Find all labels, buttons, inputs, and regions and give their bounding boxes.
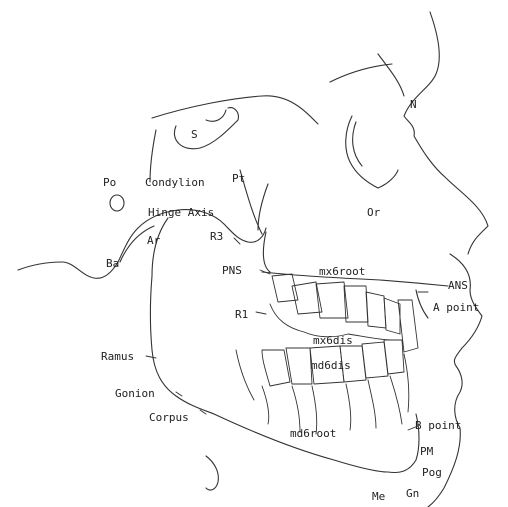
label-ramus: Ramus xyxy=(101,350,134,363)
label-mx6dis: mx6dis xyxy=(313,334,353,347)
label-po: Po xyxy=(103,176,116,189)
label-r1: R1 xyxy=(235,308,248,321)
mandibular-teeth xyxy=(236,340,409,434)
label-ar: Ar xyxy=(147,234,161,247)
label-me: Me xyxy=(372,490,385,503)
hyoid-outline xyxy=(206,456,218,490)
label-md6dis: md6dis xyxy=(311,359,351,372)
landmark-ticks xyxy=(146,238,428,430)
mandible-outline xyxy=(151,218,420,473)
label-a-point: A point xyxy=(433,301,479,314)
label-pog: Pog xyxy=(422,466,442,479)
label-condylion: Condylion xyxy=(145,176,205,189)
label-corpus: Corpus xyxy=(149,411,189,424)
soft-tissue-profile xyxy=(404,12,488,507)
label-md6root: md6root xyxy=(290,427,336,440)
label-r3: R3 xyxy=(210,230,223,243)
label-n: N xyxy=(410,98,417,111)
label-gn: Gn xyxy=(406,487,419,500)
label-s: S xyxy=(191,128,198,141)
label-gonion: Gonion xyxy=(115,387,155,400)
label-pt: Pt xyxy=(232,172,245,185)
label-ba: Ba xyxy=(106,257,119,270)
label-mx6root: mx6root xyxy=(319,265,365,278)
label-ans: ANS xyxy=(448,279,468,292)
label-pm: PM xyxy=(420,445,434,458)
porion-ring xyxy=(110,195,124,211)
label-or: Or xyxy=(367,206,381,219)
label-hinge-axis: Hinge Axis xyxy=(148,206,214,219)
label-b-point: B point xyxy=(415,419,461,432)
label-pns: PNS xyxy=(222,264,242,277)
